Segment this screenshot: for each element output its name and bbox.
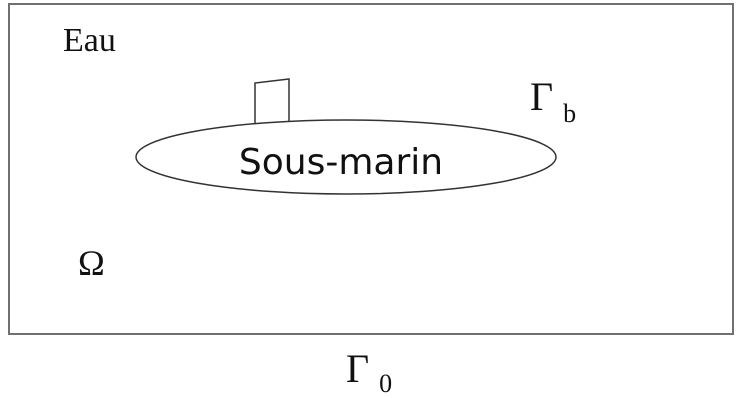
- domain-omega-label: Ω: [78, 243, 105, 283]
- submarine-label: Sous-marin: [239, 142, 443, 183]
- gamma-b-symbol: Γ: [530, 74, 553, 119]
- gamma-b-subscript: b: [563, 99, 576, 128]
- gamma-0-label: Γ 0: [346, 346, 392, 398]
- gamma-0-symbol: Γ: [346, 346, 369, 391]
- domain-boundary: [8, 3, 734, 335]
- water-label: Eau: [63, 22, 116, 59]
- submarine-tower: [254, 78, 290, 124]
- gamma-b-label: Γ b: [530, 74, 576, 128]
- submarine-hull: [135, 119, 557, 195]
- gamma-0-subscript: 0: [379, 369, 392, 398]
